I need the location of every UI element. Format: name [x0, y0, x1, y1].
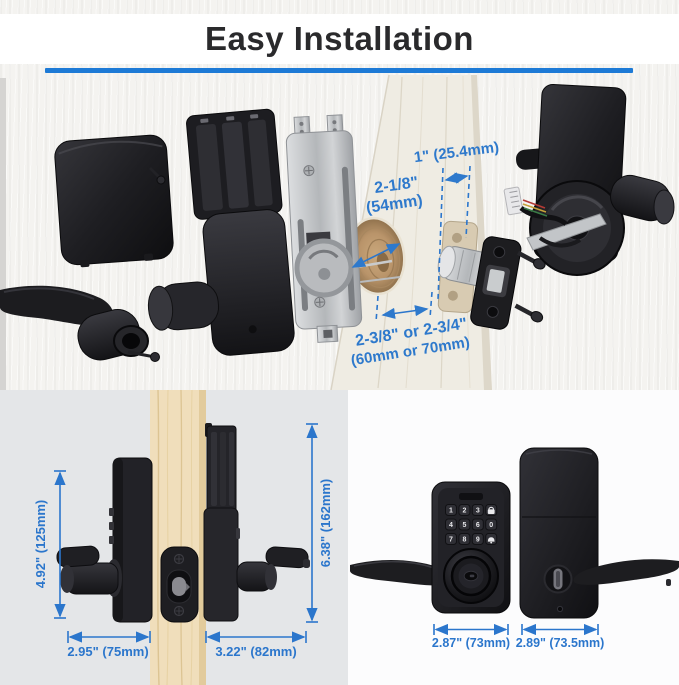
- battery-cover: [54, 134, 174, 268]
- latch-escutcheon: [160, 546, 199, 623]
- key-3: 3: [476, 508, 480, 515]
- thumbturn: [543, 564, 573, 594]
- keyhole-icon: [469, 574, 475, 578]
- door-edge-plank: [150, 389, 206, 685]
- key-7: 7: [449, 537, 453, 544]
- side-view-illustration: 4.92" (125mm) 6.38" (162mm) 2.95" (75mm)…: [33, 389, 333, 685]
- interior-unit-side: [203, 423, 310, 622]
- dim-left-depth: 2.95" (75mm): [67, 631, 151, 659]
- front-keypad-unit: 1 2 3 4 5 6 0 7 8 9: [350, 481, 511, 614]
- page-title: Easy Installation: [205, 20, 474, 57]
- bore-diameter-label-line1: 2-1/8": [373, 174, 419, 197]
- right-depth-label: 3.22" (82mm): [215, 644, 296, 659]
- wire-harness: [503, 186, 568, 227]
- lock-icon: [487, 506, 495, 514]
- doorbell-icon: [487, 537, 495, 544]
- keypad: 1 2 3 4 5 6 0 7 8 9: [445, 504, 498, 545]
- front-back-panel: 1 2 3 4 5 6 0 7 8 9: [348, 390, 679, 685]
- back-lever: [573, 559, 679, 585]
- installation-exploded-section: Easy Installation: [0, 0, 679, 390]
- dim-right-depth: 3.22" (82mm): [205, 631, 307, 659]
- key-9: 9: [476, 537, 480, 544]
- front-width-label: 2.87" (73mm): [432, 636, 510, 650]
- key-4: 4: [449, 522, 453, 529]
- cover-screw: [148, 166, 166, 185]
- set-screw: [556, 605, 564, 613]
- back-width-label: 2.89" (73.5mm): [516, 636, 605, 650]
- title-band: [0, 14, 679, 64]
- key-6: 6: [476, 522, 480, 529]
- exploded-view-illustration: 2-1/8" (54mm) 1" (25.4mm) 2-3/8" or 2-3/…: [0, 74, 675, 390]
- title-underline: [45, 68, 633, 73]
- dim-back-width: 2.89" (73.5mm): [516, 623, 605, 650]
- latch-faceplate: [470, 236, 522, 330]
- exterior-assembly: [503, 83, 675, 276]
- lever-handle: [0, 285, 149, 361]
- front-back-illustration: 1 2 3 4 5 6 0 7 8 9: [350, 447, 679, 650]
- interior-assembly: [147, 108, 295, 356]
- back-interior-unit: [519, 447, 679, 619]
- left-depth-label: 2.95" (75mm): [67, 644, 148, 659]
- right-height-label: 6.38" (162mm): [318, 479, 333, 568]
- handle-screw: [127, 350, 160, 362]
- key-1: 1: [449, 508, 453, 515]
- side-view-panel: 4.92" (125mm) 6.38" (162mm) 2.95" (75mm)…: [0, 389, 348, 685]
- dim-right-height: 6.38" (162mm): [306, 423, 333, 623]
- exterior-unit-side: [56, 457, 153, 623]
- dim-front-width: 2.87" (73mm): [432, 623, 510, 650]
- left-height-label: 4.92" (125mm): [33, 500, 48, 589]
- mounting-plate: [285, 114, 363, 343]
- key-cylinder-knob: [443, 548, 499, 604]
- wall-edge: [0, 78, 6, 390]
- dim-bore-diameter: 2-1/8" (54mm): [351, 174, 424, 268]
- key-8: 8: [462, 537, 466, 544]
- key-2: 2: [462, 508, 466, 515]
- dim-left-height: 4.92" (125mm): [33, 470, 66, 619]
- key-5: 5: [462, 522, 466, 529]
- key-0: 0: [489, 522, 493, 529]
- status-window: [459, 493, 483, 500]
